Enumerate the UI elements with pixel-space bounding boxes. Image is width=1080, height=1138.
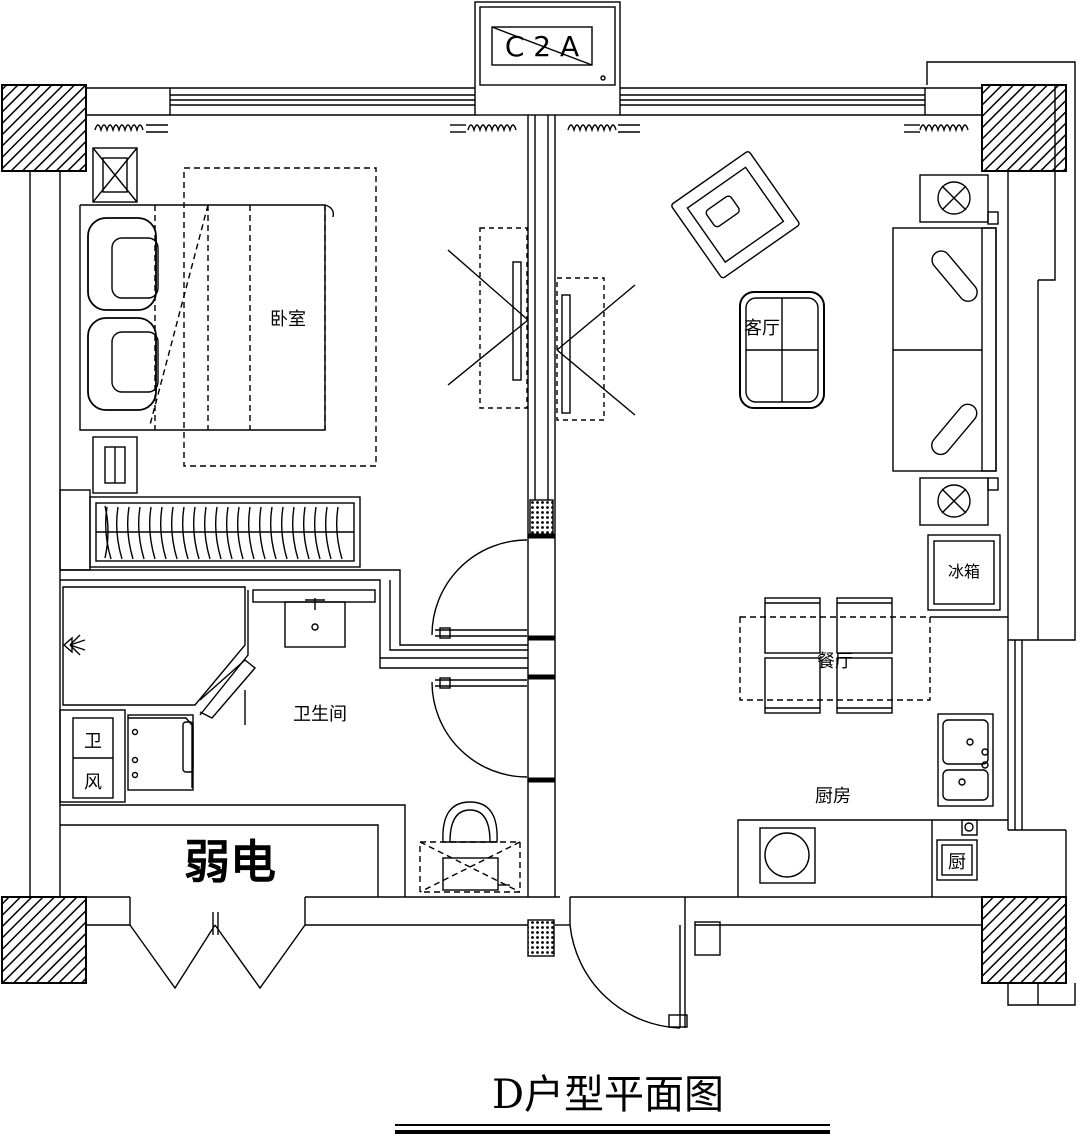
room-label-living: 客厅 [744,318,780,339]
dining-set [739,597,1008,714]
bedroom-furniture [79,147,377,494]
vent-label-bath-bottom: 风 [84,772,102,793]
room-label-dining: 餐厅 [817,651,853,672]
room-label-weak-current: 弱电 [184,835,276,889]
room-label-kitchen: 厨房 [815,786,851,807]
title-underline [395,1124,830,1134]
room-label-bathroom: 卫生间 [293,704,347,725]
room-label-bedroom: 卧室 [270,309,306,330]
vent-label-kitchen: 厨 [948,852,966,873]
exterior-walls [2,61,1076,1006]
corner-columns [1,84,1067,984]
kitchen-fixtures [737,713,1008,897]
room-label-fridge: 冰箱 [948,562,980,581]
wardrobe [59,489,361,571]
center-wall [447,115,636,957]
living-furniture [671,151,999,526]
bathroom-fixtures [59,569,528,897]
unit-tag-text: C 2 A [505,30,579,63]
doors [129,539,721,1029]
vent-label-bath-top: 卫 [84,731,102,752]
plan-title: D户型平面图 [492,1072,724,1118]
radiators [94,124,969,133]
fridge [927,534,1001,611]
